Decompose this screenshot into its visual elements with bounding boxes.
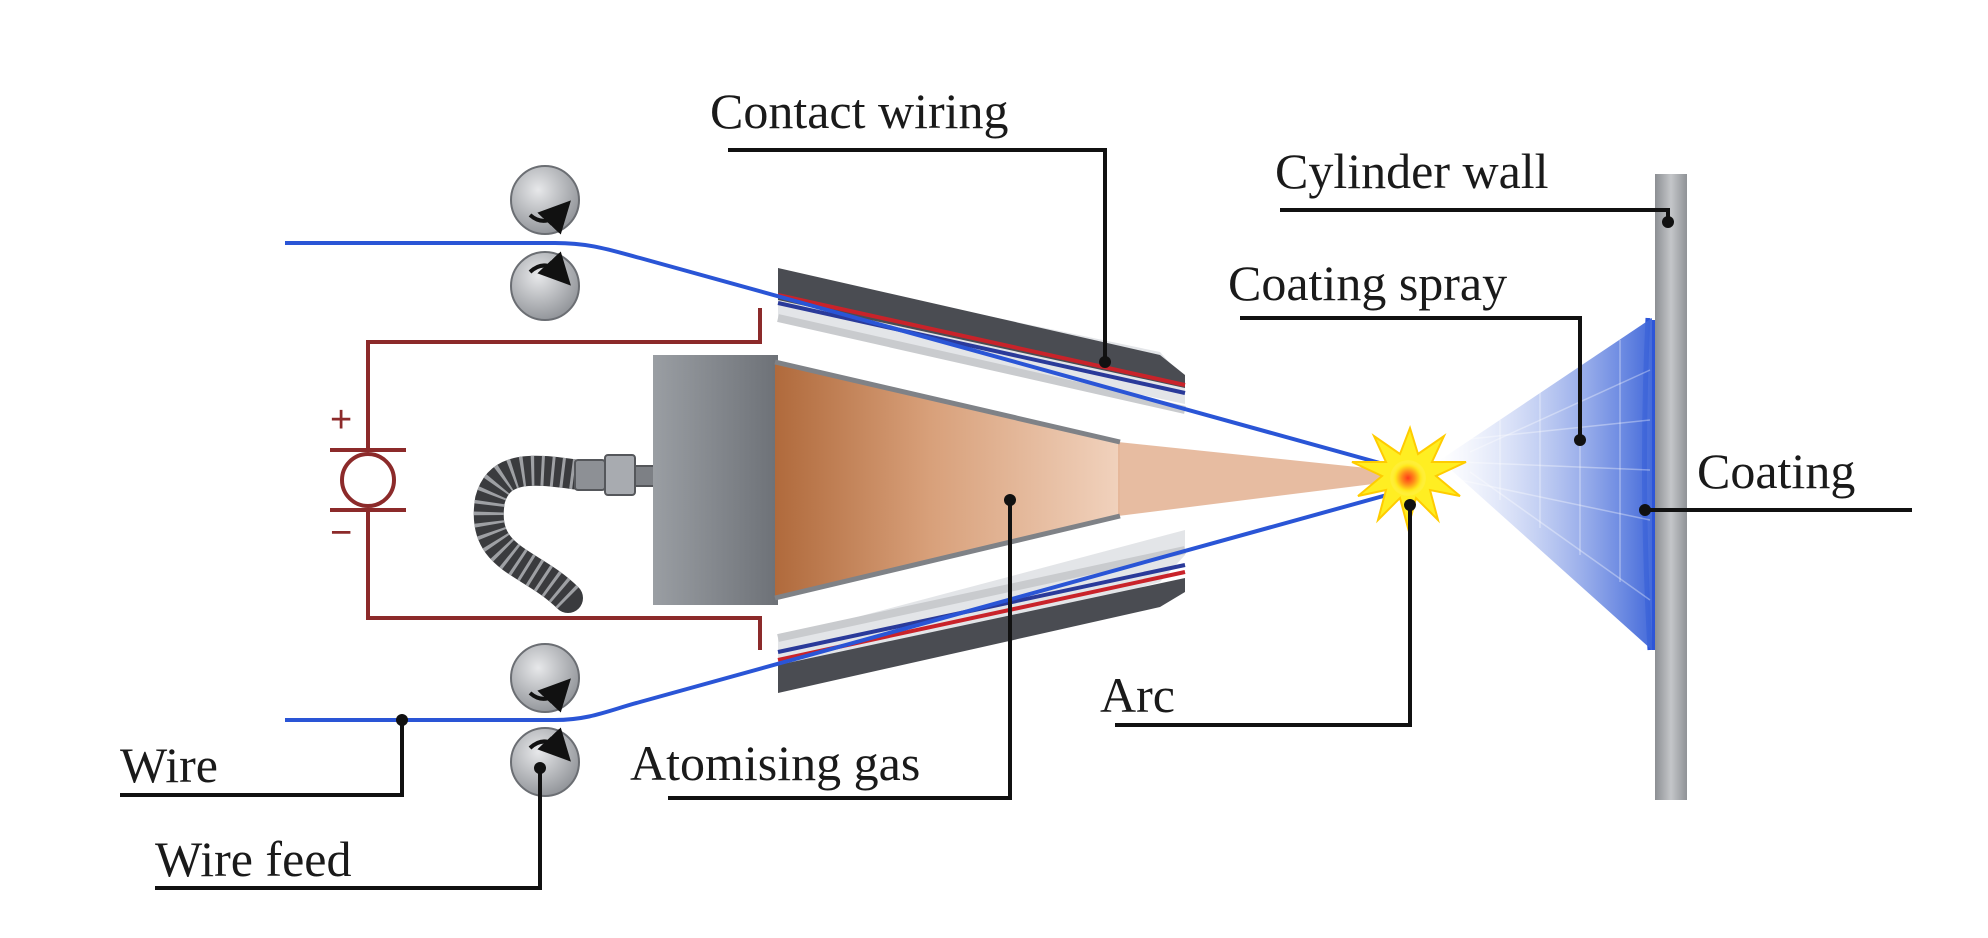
cylinder-wall bbox=[1655, 174, 1687, 800]
gas-hose bbox=[473, 454, 656, 613]
wire-paths bbox=[285, 241, 1406, 722]
leader-dots bbox=[396, 216, 1674, 774]
label-wire-feed: Wire feed bbox=[155, 831, 351, 887]
label-wire: Wire bbox=[120, 737, 218, 793]
label-contact-wiring: Contact wiring bbox=[710, 83, 1009, 139]
leader-lines bbox=[120, 148, 1912, 890]
label-coating-spray: Coating spray bbox=[1228, 255, 1507, 311]
coating-spray bbox=[1440, 318, 1652, 650]
coating-layer bbox=[1652, 320, 1655, 650]
label-coating: Coating bbox=[1697, 443, 1855, 499]
plus-sign: + bbox=[330, 399, 352, 441]
minus-sign: − bbox=[330, 512, 352, 554]
gas-block bbox=[653, 355, 778, 605]
roller-rotation-arrows bbox=[528, 200, 571, 762]
atomising-gas-body bbox=[775, 362, 1120, 598]
label-atomising-gas: Atomising gas bbox=[630, 735, 920, 791]
gas-jet bbox=[1118, 442, 1405, 516]
label-arc: Arc bbox=[1100, 667, 1175, 723]
upper-barrel bbox=[777, 268, 1186, 414]
label-cylinder-wall: Cylinder wall bbox=[1275, 143, 1549, 199]
power-circuit bbox=[330, 308, 762, 650]
